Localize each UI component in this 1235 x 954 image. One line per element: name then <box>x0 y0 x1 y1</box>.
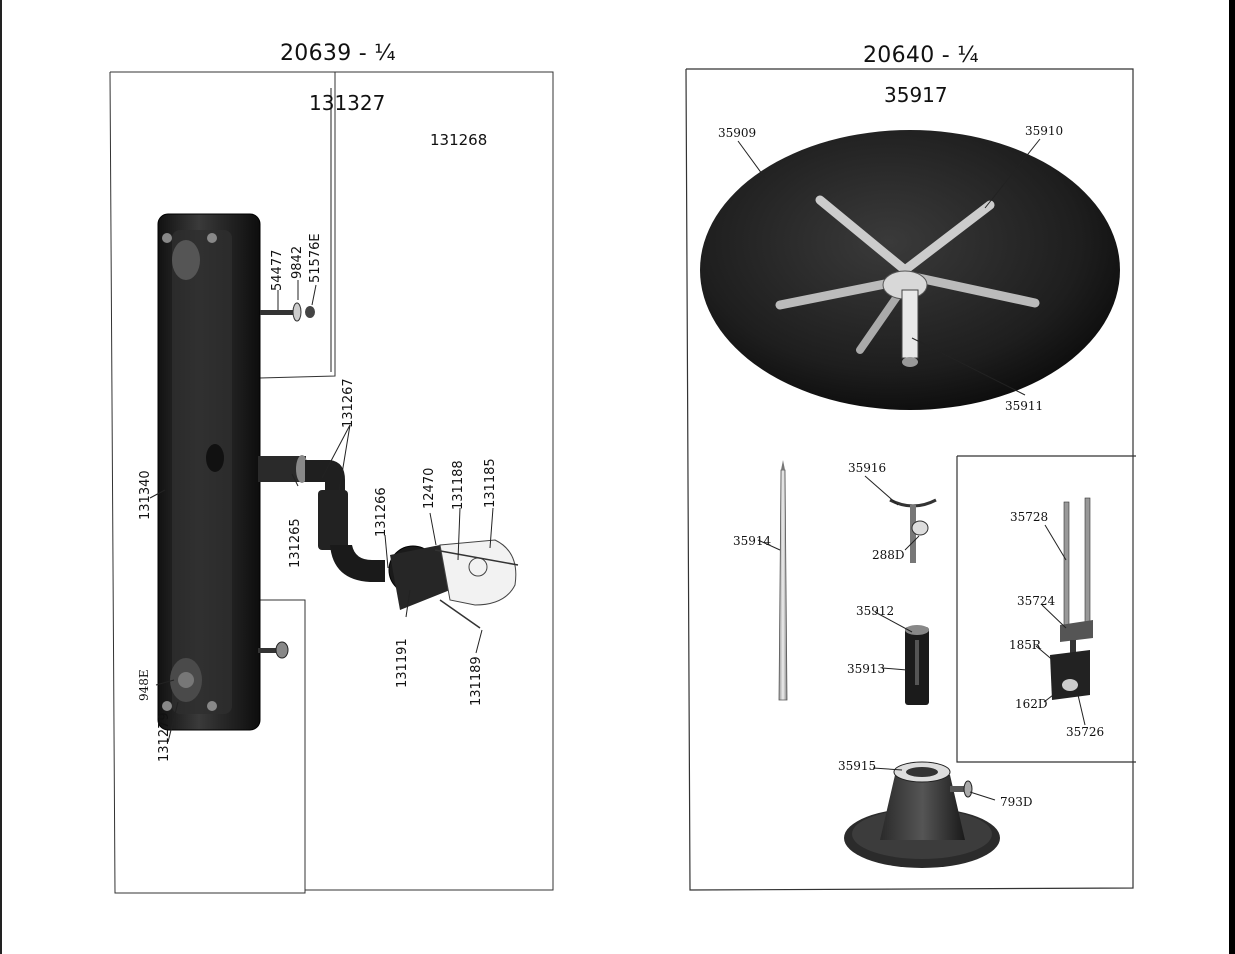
part-label-948e: 948E <box>137 669 151 701</box>
base-drawing <box>844 761 1000 868</box>
part-label-131340: 131340 <box>138 470 153 520</box>
left-page-title: 20639 - ¼ <box>280 41 396 66</box>
part-label-9842: 9842 <box>290 245 305 279</box>
part-label-35912: 35912 <box>856 604 895 618</box>
part-label-131185: 131185 <box>483 458 498 508</box>
part-label-54477: 54477 <box>270 249 285 291</box>
part-label-185r: 185R <box>1009 638 1041 652</box>
lamp-arm-drawing <box>258 455 519 629</box>
table-top-drawing <box>700 130 1120 410</box>
page-edge-right <box>1229 0 1235 954</box>
part-label-35914: 35914 <box>733 534 772 548</box>
part-label-131266: 131266 <box>374 487 389 537</box>
part-label-35915: 35915 <box>838 759 877 773</box>
part-label-35910: 35910 <box>1025 124 1064 138</box>
part-label-35724: 35724 <box>1017 594 1056 608</box>
rod-drawing <box>778 460 788 701</box>
part-label-35728: 35728 <box>1010 510 1049 524</box>
part-label-131265: 131265 <box>288 518 303 568</box>
left-subassembly-number: 131327 <box>309 91 386 115</box>
part-label-51576e: 51576E <box>308 233 323 283</box>
left-leader-lines <box>149 88 494 743</box>
part-label-131191: 131191 <box>395 638 410 688</box>
right-leader-lines <box>737 138 1086 801</box>
right-frame <box>685 68 1136 891</box>
part-label-131267: 131267 <box>341 378 356 428</box>
clip-drawing <box>889 498 937 563</box>
part-label-35726: 35726 <box>1066 725 1105 739</box>
part-label-35911: 35911 <box>1005 399 1044 413</box>
right-subassembly-number: 35917 <box>884 83 948 107</box>
wall-plate-drawing <box>157 213 315 731</box>
holder-drawing <box>1050 497 1093 700</box>
part-label-12470: 12470 <box>422 467 437 509</box>
part-label-162d: 162D <box>1015 697 1048 711</box>
part-label-35916: 35916 <box>848 461 887 475</box>
left-frame-label: 131268 <box>430 131 488 149</box>
page-edge-left <box>0 0 2 954</box>
part-label-35913: 35913 <box>847 662 886 676</box>
sleeve-drawing <box>905 625 929 705</box>
right-page-title: 20640 - ¼ <box>863 43 979 68</box>
part-label-131279: 131279 <box>157 712 172 762</box>
part-label-131189: 131189 <box>469 656 484 706</box>
left-frame <box>109 71 554 894</box>
part-label-131188: 131188 <box>451 460 466 510</box>
part-label-793d: 793D <box>1000 795 1033 809</box>
part-label-288d: 288D <box>872 548 905 562</box>
part-label-35909: 35909 <box>718 126 757 140</box>
